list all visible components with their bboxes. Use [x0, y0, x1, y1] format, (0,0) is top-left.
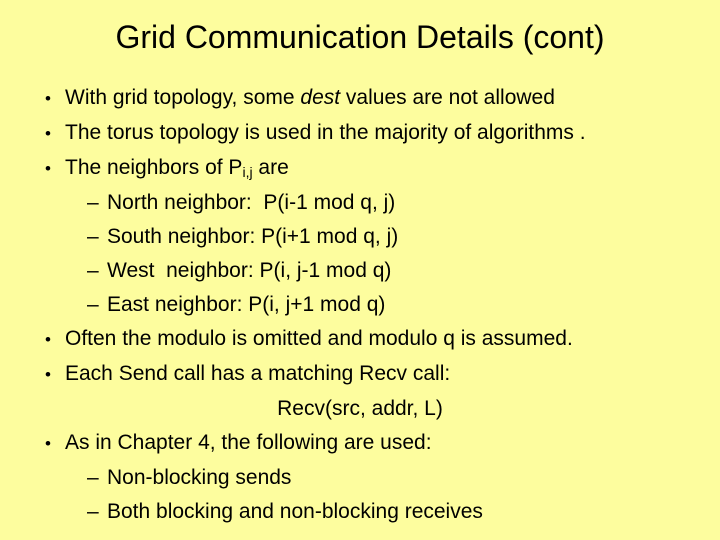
- bullet-line: • The torus topology is used in the major…: [0, 116, 720, 151]
- sub-bullet-line: –Both blocking and non-blocking receives: [0, 495, 720, 529]
- dash-icon: –: [87, 259, 99, 282]
- text-segment: Often the modulo is omitted and modulo q…: [65, 327, 573, 350]
- bullet-line: • The neighbors of Pi,j are: [0, 151, 720, 186]
- line-text: Non-blocking sends: [107, 461, 291, 495]
- line-text: With grid topology, some dest values are…: [65, 81, 555, 115]
- text-segment: The neighbors of P: [65, 156, 243, 179]
- line-text: Each Send call has a matching Recv call:: [65, 357, 450, 391]
- bullet-dot-icon: •: [45, 330, 51, 349]
- text-segment: West neighbor: P(i, j-1 mod q): [107, 259, 392, 282]
- dash-icon: –: [87, 500, 99, 523]
- line-text: Often the modulo is omitted and modulo q…: [65, 322, 573, 356]
- text-segment: dest: [300, 86, 341, 109]
- text-segment: North neighbor: P(i-1 mod q, j): [107, 191, 396, 214]
- line-text: As in Chapter 4, the following are used:: [65, 426, 432, 460]
- text-segment: South neighbor: P(i+1 mod q, j): [107, 225, 399, 248]
- bullet-dot-icon: •: [45, 365, 51, 384]
- text-segment: values are not allowed: [340, 86, 555, 109]
- bullet-line: • Each Send call has a matching Recv call…: [0, 357, 720, 392]
- text-segment: Both blocking and non-blocking receives: [107, 500, 483, 523]
- dash-icon: –: [87, 191, 99, 214]
- line-text: Both blocking and non-blocking receives: [107, 495, 483, 529]
- centered-line: Recv(src, addr, L): [0, 392, 720, 426]
- sub-bullet-line: –North neighbor: P(i-1 mod q, j): [0, 186, 720, 220]
- dash-icon: –: [87, 466, 99, 489]
- line-text: The torus topology is used in the majori…: [65, 116, 586, 150]
- bullet-line: • With grid topology, some dest values ar…: [0, 81, 720, 116]
- line-text: Recv(src, addr, L): [277, 392, 443, 426]
- slide-body: • With grid topology, some dest values ar…: [0, 81, 720, 529]
- text-segment: Each Send call has a matching Recv call:: [65, 362, 451, 385]
- line-text: North neighbor: P(i-1 mod q, j): [107, 186, 395, 220]
- bullet-dot-icon: •: [45, 434, 51, 453]
- text-segment: The torus topology is used in the majori…: [65, 121, 586, 144]
- sub-bullet-line: –Non-blocking sends: [0, 461, 720, 495]
- line-text: East neighbor: P(i, j+1 mod q): [107, 288, 385, 322]
- bullet-line: • Often the modulo is omitted and modulo …: [0, 322, 720, 357]
- slide-title: Grid Communication Details (cont): [115, 19, 605, 55]
- bullet-dot-icon: •: [45, 159, 51, 178]
- text-segment: Recv(src, addr, L): [277, 397, 443, 420]
- text-segment: East neighbor: P(i, j+1 mod q): [107, 293, 386, 316]
- line-text: The neighbors of Pi,j are: [65, 151, 289, 186]
- sub-bullet-line: –East neighbor: P(i, j+1 mod q): [0, 288, 720, 322]
- text-segment: As in Chapter 4, the following are used:: [65, 431, 432, 454]
- sub-bullet-line: –West neighbor: P(i, j-1 mod q): [0, 254, 720, 288]
- sub-bullet-line: –South neighbor: P(i+1 mod q, j): [0, 220, 720, 254]
- line-text: West neighbor: P(i, j-1 mod q): [107, 254, 391, 288]
- bullet-dot-icon: •: [45, 124, 51, 143]
- text-segment: With grid topology, some: [65, 86, 301, 109]
- line-text: South neighbor: P(i+1 mod q, j): [107, 220, 398, 254]
- bullet-dot-icon: •: [45, 89, 51, 108]
- text-segment: i,j: [242, 164, 253, 181]
- text-segment: are: [252, 156, 289, 179]
- text-segment: Non-blocking sends: [107, 466, 292, 489]
- dash-icon: –: [87, 225, 99, 248]
- dash-icon: –: [87, 293, 99, 316]
- bullet-line: • As in Chapter 4, the following are used…: [0, 426, 720, 461]
